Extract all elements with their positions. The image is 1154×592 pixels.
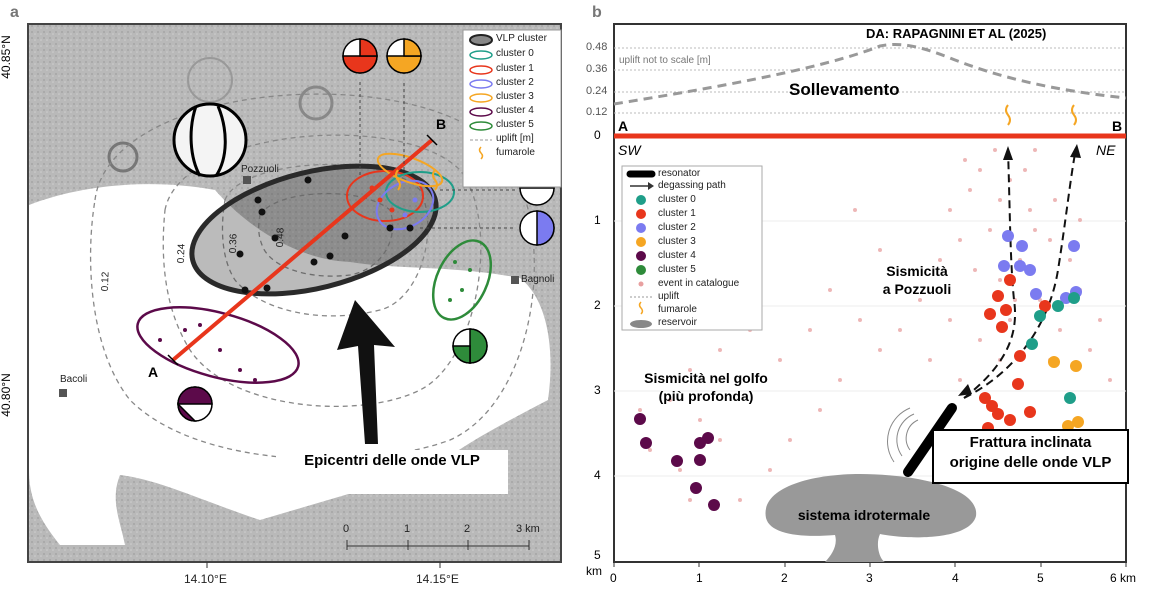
legend-a-item-4: cluster 3 — [496, 91, 534, 102]
scalebar-2: 2 — [464, 523, 471, 535]
legend-b-item-4: cluster 2 — [658, 222, 696, 233]
contour-label-036: 0.36 — [227, 233, 240, 254]
y-tick-1: 1 — [594, 213, 601, 227]
legend-b-item-1: degassing path — [658, 180, 726, 191]
y-tick-4: 4 — [594, 468, 601, 482]
legend-b-item-5: cluster 3 — [658, 236, 696, 247]
section-end-b-xs: B — [1112, 118, 1123, 134]
legend-a-item-1: cluster 0 — [496, 48, 534, 59]
direction-ne: NE — [1096, 142, 1116, 158]
y-unit: km — [586, 564, 602, 578]
legend-swatches-b — [626, 170, 656, 328]
x-tick-2: 2 — [781, 571, 788, 585]
resonator — [903, 403, 957, 477]
section-end-a-xs: A — [618, 118, 629, 134]
map-panel-a — [27, 23, 562, 568]
uplift-tick-036: 0.36 — [586, 63, 608, 75]
y-tick-3: 3 — [594, 383, 601, 397]
scalebar-0: 0 — [343, 523, 350, 535]
legend-a-item-2: cluster 1 — [496, 63, 534, 74]
contour-label-024: 0.24 — [175, 243, 188, 264]
lon-label-1: 14.10°E — [184, 572, 227, 586]
uplift-tick-048: 0.48 — [586, 41, 608, 53]
pozzuoli-line-1: Sismicità — [886, 263, 948, 279]
x-tick-6: 6 km — [1110, 571, 1137, 585]
scalebar-3: 3 km — [516, 523, 540, 535]
uplift-tick-024: 0.24 — [586, 85, 608, 97]
panel-a-label: a — [10, 4, 19, 21]
legend-swatches-a — [469, 34, 493, 160]
y-tick-2: 2 — [594, 298, 601, 312]
pozzuoli-line-2: a Pozzuoli — [882, 280, 952, 297]
reservoir-shape — [765, 474, 977, 562]
uplift-tick-012: 0.12 — [586, 106, 608, 118]
contour-label-048: 0.48 — [274, 227, 287, 248]
legend-a-item-0: VLP cluster — [496, 33, 547, 44]
golfo-line-2: (più profonda) — [658, 387, 754, 404]
beachball-vlp — [172, 102, 248, 178]
legend-a-item-6: cluster 5 — [496, 119, 534, 130]
golfo-line-1: Sismicità nel golfo — [644, 370, 768, 386]
legend-b-item-6: cluster 4 — [658, 250, 696, 261]
legend-a-item-8: fumarole — [496, 147, 535, 158]
legend-a-item-3: cluster 2 — [496, 77, 534, 88]
scalebar-1: 1 — [404, 523, 411, 535]
fracture-line-1: Frattura inclinata — [969, 434, 1092, 451]
cross-section-panel-b — [613, 23, 1127, 567]
x-tick-0: 0 — [610, 571, 617, 585]
uplift-curve — [613, 43, 1127, 106]
legend-b-item-8: event in catalogue — [658, 278, 740, 289]
legend-b-item-3: cluster 1 — [658, 208, 696, 219]
place-bagnoli: Bagnoli — [521, 274, 555, 285]
reservoir-annotation: sistema idrotermale — [797, 507, 931, 523]
source-note: DA: RAPAGNINI ET AL (2025) — [866, 26, 1047, 41]
section-line-ab — [171, 138, 434, 362]
legend-b-item-2: cluster 0 — [658, 194, 696, 205]
lon-label-2: 14.15°E — [416, 572, 459, 586]
x-tick-3: 3 — [866, 571, 873, 585]
direction-sw: SW — [618, 142, 641, 158]
vlp-cluster-ellipse — [189, 163, 439, 297]
x-tick-1: 1 — [696, 571, 703, 585]
section-end-b-map: B — [436, 116, 447, 132]
place-pozzuoli: Pozzuoli — [241, 164, 279, 175]
legend-b-item-9: uplift — [658, 291, 680, 302]
section-end-a-map: A — [148, 364, 159, 380]
uplift-title: Sollevamento — [789, 80, 900, 99]
place-bacoli: Bacoli — [60, 374, 88, 385]
fracture-line-2: origine delle onde VLP — [949, 454, 1112, 472]
x-tick-4: 4 — [952, 571, 959, 585]
legend-box-b — [621, 165, 763, 331]
legend-b-item-7: cluster 5 — [658, 264, 696, 275]
uplift-tick-0: 0 — [594, 128, 601, 142]
y-tick-5: 5 — [594, 548, 601, 562]
contour-label-012: 0.12 — [99, 271, 112, 292]
legend-b-item-11: reservoir — [658, 317, 697, 328]
legend-a-item-5: cluster 4 — [496, 105, 534, 116]
golfo-seismicity-annotation: Sismicità nel golfo (più profonda) — [622, 370, 790, 405]
epicentri-annotation: Epicentri delle onde VLP — [276, 450, 508, 494]
panel-b-label: b — [592, 4, 602, 21]
legend-b-item-10: fumarole — [658, 304, 697, 315]
legend-a-item-7: uplift [m] — [496, 133, 534, 144]
legend-b-item-0: resonator — [658, 168, 701, 179]
vlp-arrow — [337, 300, 395, 444]
pozzuoli-seismicity-annotation: Sismicità a Pozzuoli — [862, 263, 972, 298]
uplift-note: uplift not to scale [m] — [619, 55, 711, 66]
fracture-annotation: Frattura inclinata origine delle onde VL… — [932, 429, 1129, 484]
x-tick-5: 5 — [1037, 571, 1044, 585]
